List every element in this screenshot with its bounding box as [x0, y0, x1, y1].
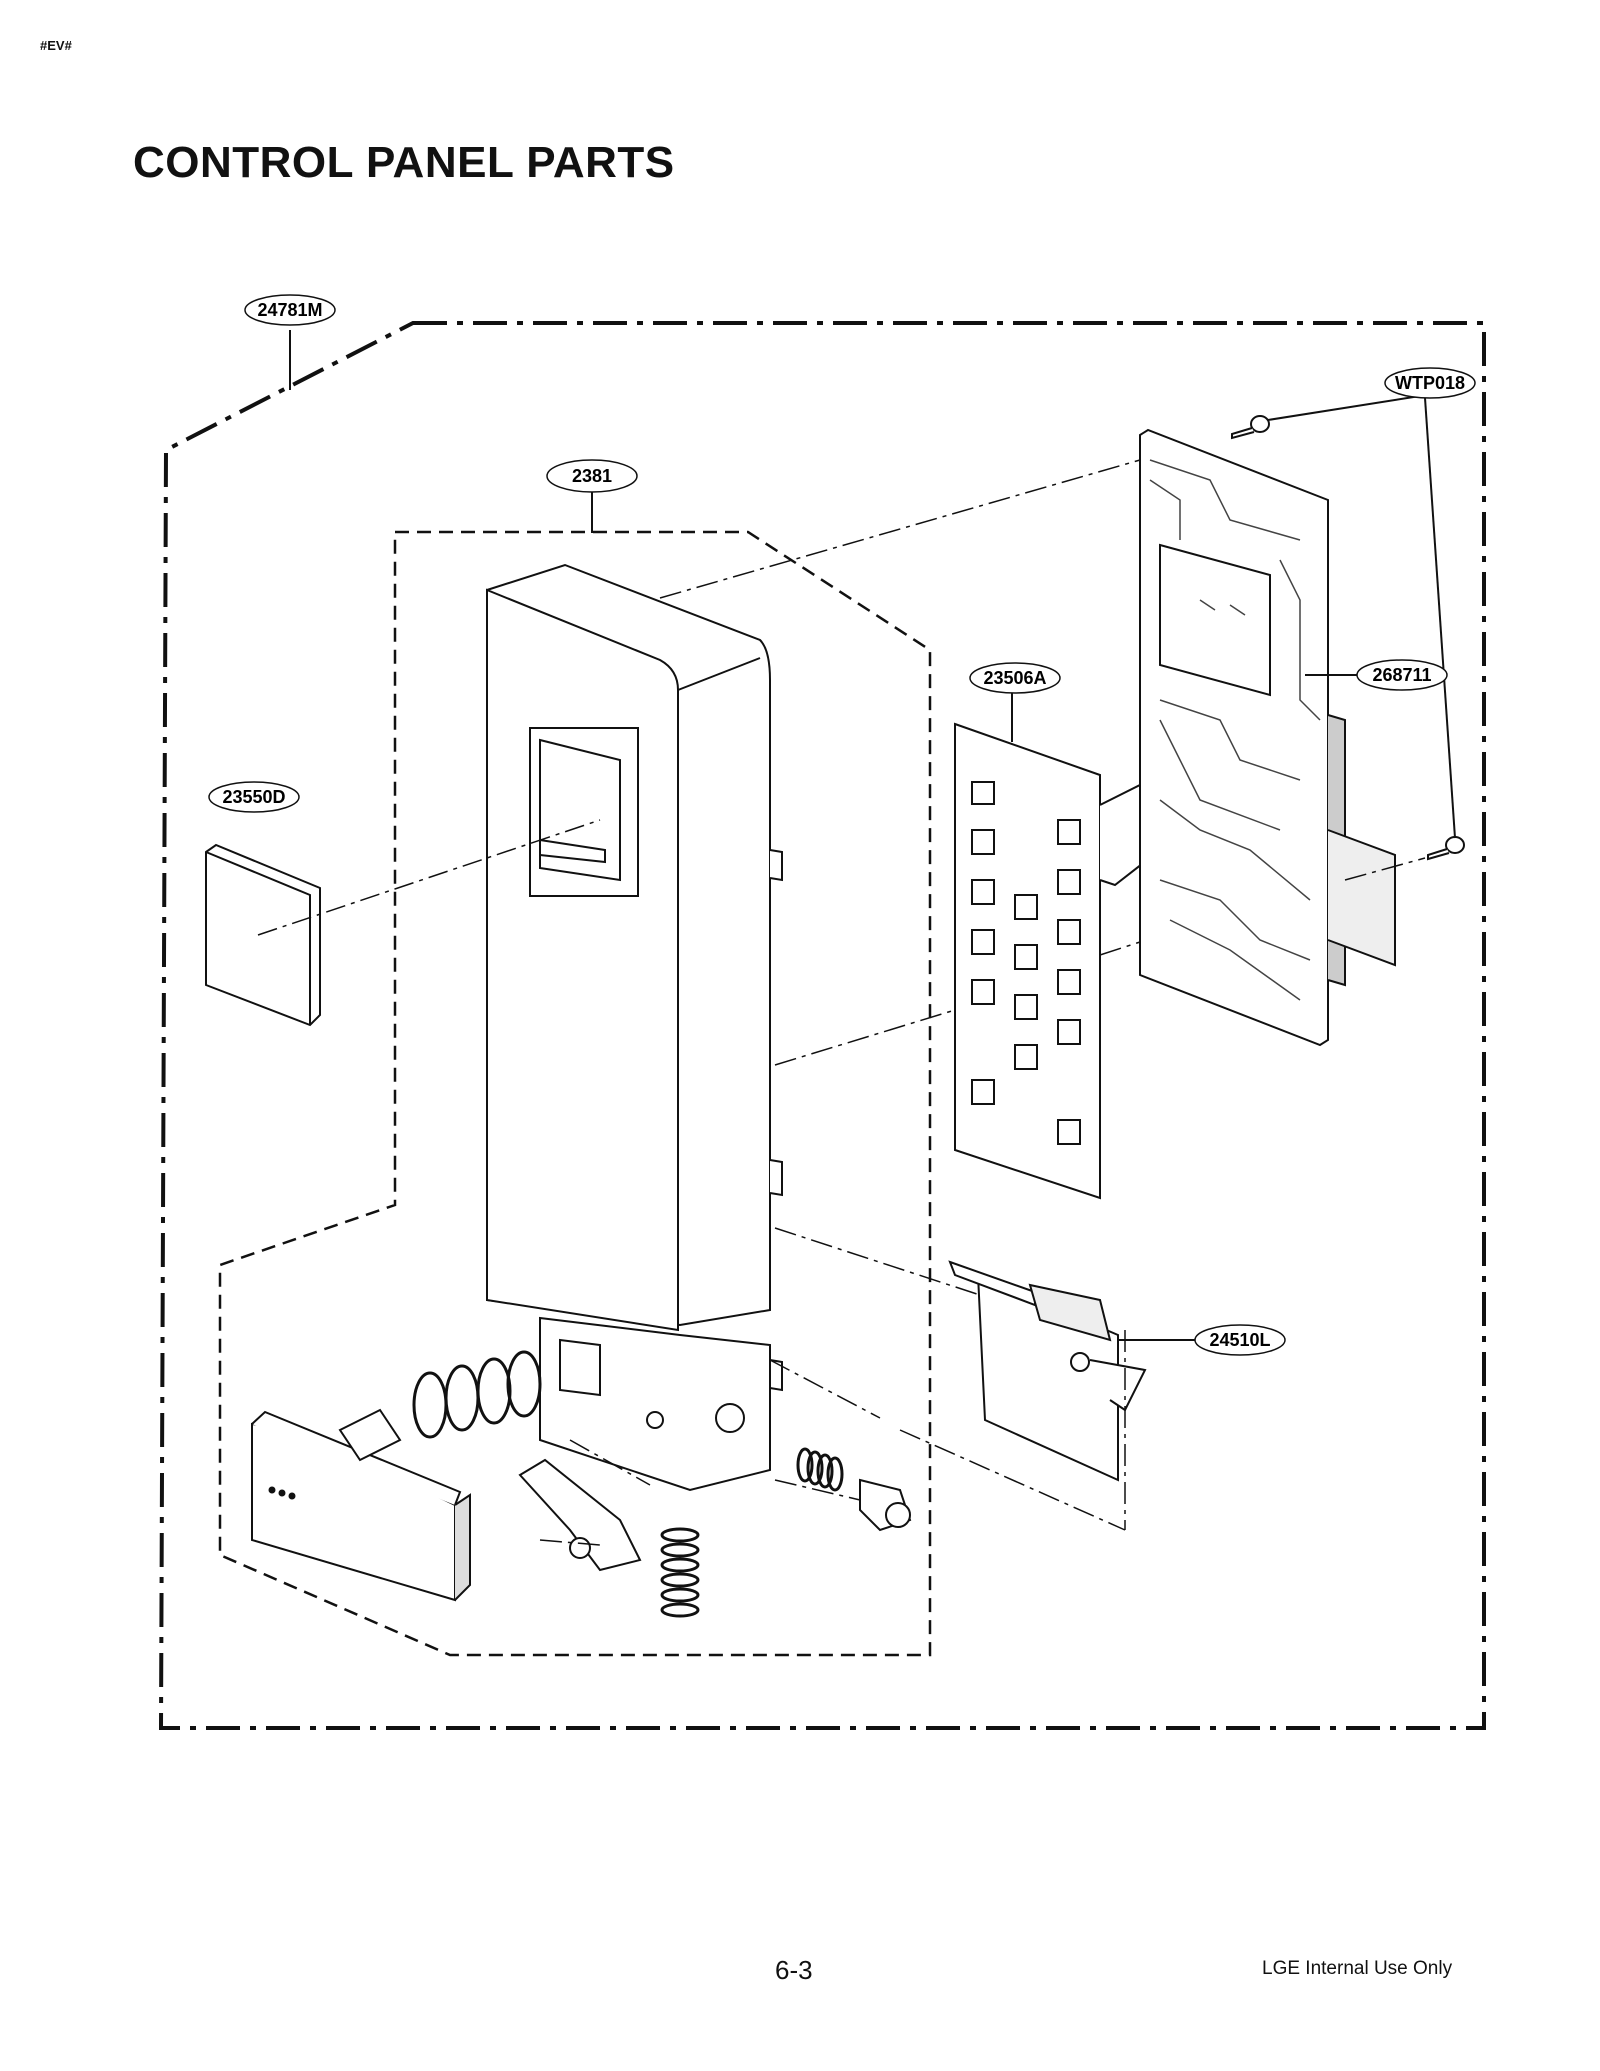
- svg-text:23550D: 23550D: [222, 787, 285, 807]
- pcb-traces: [1149, 459, 1321, 1001]
- screw-bottom: [1427, 836, 1465, 861]
- svg-text:24510L: 24510L: [1209, 1330, 1270, 1350]
- footer-note: LGE Internal Use Only: [1262, 1958, 1453, 1979]
- callout-window: 23550D: [208, 781, 300, 813]
- key-sheet-buttons: [971, 781, 1081, 1145]
- assembly-boundary: [158, 321, 1486, 1730]
- callout-screw: WTP018: [1384, 367, 1476, 399]
- screw-top: [1231, 415, 1270, 440]
- svg-text:2381: 2381: [572, 466, 612, 486]
- coil-spring-small: [796, 1447, 844, 1492]
- frame-boundary: [218, 530, 932, 1657]
- pcb-board: [1139, 428, 1396, 1047]
- coil-spring-vertical: [660, 1527, 700, 1618]
- callout-key-sheet: 23506A: [969, 662, 1061, 694]
- page-number: 6-3: [775, 1955, 813, 1985]
- latch-lever: [518, 1458, 642, 1572]
- callout-pcb: 268711: [1356, 659, 1448, 691]
- leader-screw-top: [1267, 395, 1421, 421]
- control-frame: [486, 563, 783, 1492]
- callout-assembly: 24781M: [244, 294, 336, 326]
- svg-text:24781M: 24781M: [257, 300, 322, 320]
- knob-cap: [859, 1478, 912, 1532]
- alignment-lines: [539, 459, 1426, 1546]
- callout-frame: 2381: [546, 459, 638, 493]
- leader-window: [257, 819, 601, 936]
- svg-text:23506A: 23506A: [983, 668, 1046, 688]
- svg-text:WTP018: WTP018: [1395, 373, 1465, 393]
- leader-screw-bottom: [1424, 397, 1456, 839]
- corner-tag: #EV#: [40, 38, 72, 53]
- callout-lever: 24510L: [1194, 1324, 1286, 1356]
- door-lever: [948, 1260, 1147, 1482]
- window-cover: [205, 843, 321, 1027]
- svg-text:268711: 268711: [1372, 665, 1431, 685]
- coil-spring-large: [412, 1350, 542, 1439]
- page-title: CONTROL PANEL PARTS: [133, 138, 675, 187]
- door-button: [251, 1408, 471, 1602]
